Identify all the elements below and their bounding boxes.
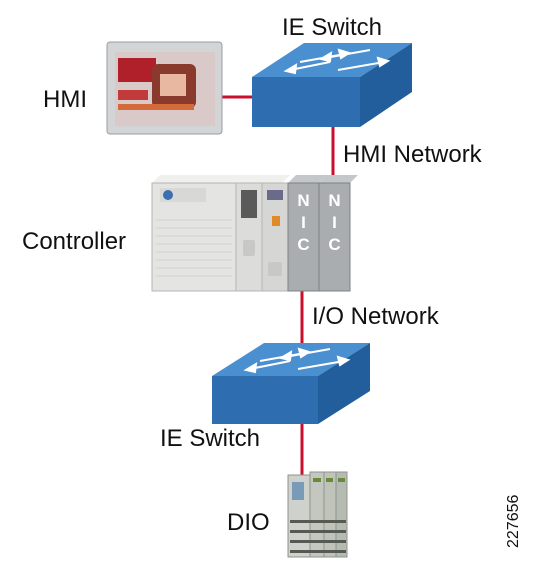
nic-letter: I (332, 213, 337, 232)
dio-module-icon (287, 471, 348, 558)
nic-letter: N (328, 191, 341, 210)
nic-card-2-icon (318, 175, 358, 292)
io-network-label: I/O Network (312, 303, 439, 330)
nic-letter: N (297, 191, 310, 210)
nic-card-1-icon (287, 175, 327, 292)
ie-switch-bottom-icon (212, 343, 370, 424)
controller-label: Controller (22, 228, 127, 255)
ie-switch-top-icon (252, 43, 412, 127)
dio-label: DIO (227, 509, 270, 536)
hmi-label: HMI (43, 86, 87, 113)
nic-letter: I (301, 213, 306, 232)
controller-chassis-icon (151, 175, 290, 292)
nic-card-2-letters: N I C (319, 190, 350, 256)
figure-id-label: 227656 (505, 494, 522, 548)
nic-letter: C (328, 235, 341, 254)
hmi-network-label: HMI Network (343, 141, 482, 168)
nic-letter: C (297, 235, 310, 254)
ie-switch-top-label: IE Switch (282, 14, 383, 41)
nic-card-1-letters: N I C (288, 190, 319, 256)
ie-switch-bottom-label: IE Switch (160, 425, 261, 452)
hmi-panel-icon (106, 41, 223, 135)
